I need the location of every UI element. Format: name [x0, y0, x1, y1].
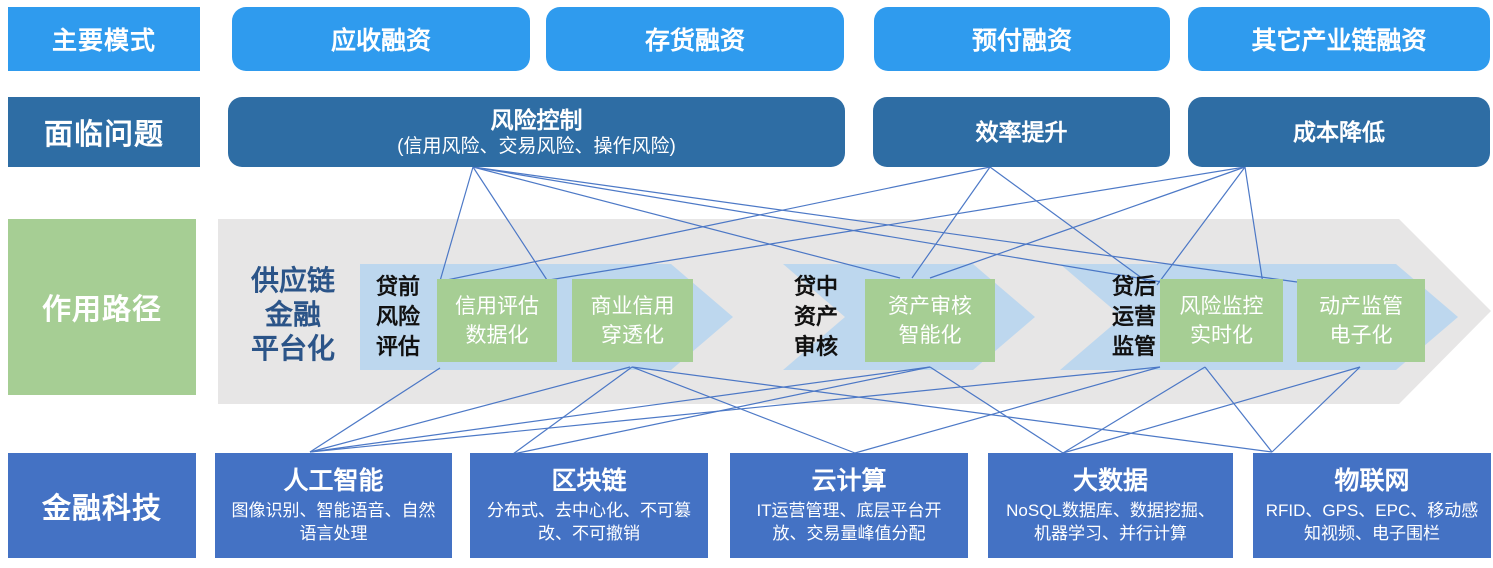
- connector-line: [441, 166, 991, 282]
- platform-text: 供应链 金融 平台化: [250, 265, 335, 364]
- tech-ai: 人工智能 图像识别、智能语音、自然语言处理: [215, 453, 452, 558]
- connector-line: [631, 366, 1273, 453]
- tech-title: 区块链: [551, 467, 627, 495]
- capability-risk-monitoring: 风险监控 实时化: [1160, 279, 1283, 362]
- tech-subtitle: IT运营管理、底层平台开放、交易量峰值分配: [756, 501, 942, 543]
- model-item-other-chain-financing: 其它产业链融资: [1188, 7, 1490, 71]
- row-label-path: 作用路径: [8, 219, 196, 395]
- connector-line: [472, 166, 1298, 283]
- problem-risk-control: 风险控制 (信用风险、交易风险、操作风险): [228, 97, 845, 167]
- tech-subtitle: 图像识别、智能语音、自然语言处理: [231, 501, 436, 543]
- problem-efficiency: 效率提升: [873, 97, 1170, 167]
- connector-line: [1156, 166, 1246, 286]
- problem-subtitle: (信用风险、交易风险、操作风险): [397, 135, 676, 157]
- connector-line: [309, 366, 631, 453]
- connector-line: [854, 366, 1161, 454]
- connector-line: [309, 367, 441, 453]
- row-label-models: 主要模式: [8, 7, 200, 71]
- tech-title: 大数据: [1072, 467, 1148, 495]
- connector-line: [472, 166, 901, 279]
- model-item-receivable-financing: 应收融资: [232, 7, 530, 71]
- connector-line: [1271, 366, 1361, 453]
- row-label-fintech: 金融科技: [8, 453, 196, 558]
- tech-cloud-computing: 云计算 IT运营管理、底层平台开放、交易量峰值分配: [730, 453, 968, 558]
- tech-subtitle: RFID、GPS、EPC、移动感知视频、电子围栏: [1265, 501, 1479, 543]
- connector-line: [1062, 366, 1361, 454]
- connector-line: [631, 366, 856, 454]
- tech-title: 人工智能: [283, 467, 384, 495]
- model-item-inventory-financing: 存货融资: [546, 7, 844, 71]
- connector-line: [1244, 166, 1264, 285]
- connector-line: [1204, 366, 1273, 453]
- connector-line: [309, 366, 1161, 453]
- phase-post-loan: 贷后 运营 监管: [1111, 274, 1156, 359]
- phase-pre-loan: 贷前 风险 评估: [375, 274, 420, 359]
- connector-line: [472, 166, 1163, 283]
- tech-subtitle: NoSQL数据库、数据挖掘、机器学习、并行计算: [1006, 501, 1215, 543]
- connector-line: [929, 366, 1064, 454]
- tech-blockchain: 区块链 分布式、去中心化、不可篡改、不可撤销: [470, 453, 708, 558]
- connector-line: [911, 166, 991, 279]
- connector-line: [989, 166, 1151, 285]
- connector-line: [439, 166, 474, 282]
- tech-subtitle: 分布式、去中心化、不可篡改、不可撤销: [487, 501, 691, 543]
- connector-line: [929, 166, 1246, 279]
- connector-line: [512, 366, 931, 455]
- connector-line: [512, 366, 633, 455]
- tech-title: 物联网: [1334, 467, 1410, 495]
- problem-title: 效率提升: [975, 119, 1068, 145]
- problem-cost-reduction: 成本降低: [1188, 97, 1490, 167]
- tech-iot: 物联网 RFID、GPS、EPC、移动感知视频、电子围栏: [1253, 453, 1491, 558]
- model-item-prepayment-financing: 预付融资: [874, 7, 1170, 71]
- connector-line: [548, 166, 1246, 281]
- capability-movable-asset-supervision: 动产监管 电子化: [1297, 279, 1425, 362]
- capability-commercial-credit: 商业信用 穿透化: [572, 279, 693, 362]
- connector-line: [1062, 366, 1206, 454]
- phase-mid-loan: 贷中 资产 审核: [793, 274, 838, 359]
- capability-credit-evaluation: 信用评估 数据化: [437, 279, 557, 362]
- tech-big-data: 大数据 NoSQL数据库、数据挖掘、机器学习、并行计算: [988, 453, 1233, 558]
- connector-line: [309, 366, 931, 453]
- problem-title: 风险控制: [490, 106, 583, 133]
- row-label-problems: 面临问题: [8, 97, 200, 167]
- connector-lines: [309, 166, 1361, 455]
- problem-title: 成本降低: [1293, 119, 1385, 145]
- tech-title: 云计算: [811, 467, 887, 495]
- capability-asset-review: 资产审核 智能化: [865, 279, 995, 362]
